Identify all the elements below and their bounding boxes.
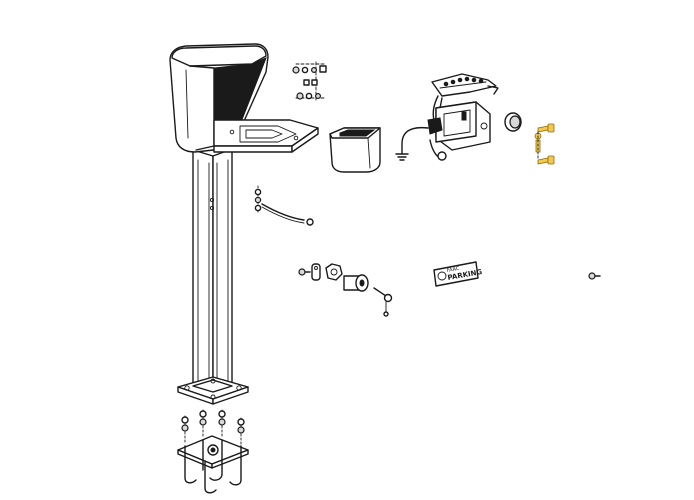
- lock-parts-set: [298, 263, 393, 317]
- faac-parking-plate: FAAC PARKING: [433, 261, 483, 287]
- foundation-anchor-plate: [177, 409, 249, 494]
- column-head-hood: [169, 43, 319, 153]
- plate-screw: [588, 272, 601, 280]
- control-unit-assembly: [395, 73, 499, 161]
- plate-brand: FAAC: [446, 266, 460, 274]
- round-cap: [504, 112, 522, 132]
- column-base-plate: [177, 376, 249, 405]
- hood-screw-set: [292, 61, 327, 101]
- earth-wire-assembly: [254, 185, 314, 226]
- highlighted-screw-set: [534, 123, 555, 165]
- selector-housing-cup: [329, 127, 381, 173]
- column-post: [192, 148, 233, 399]
